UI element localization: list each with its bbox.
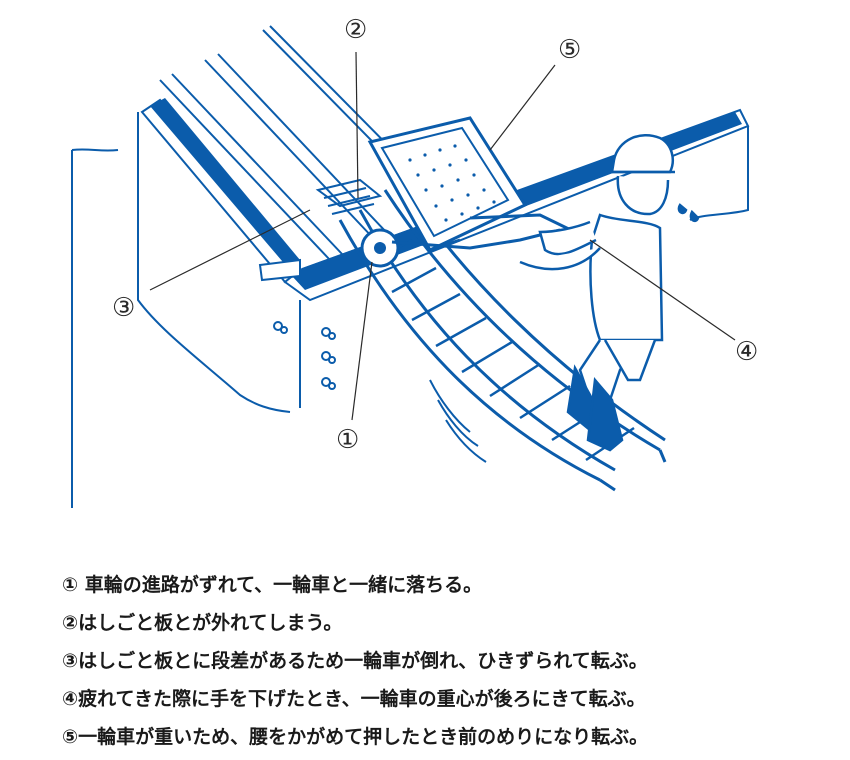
- worker: [519, 133, 700, 452]
- ladder-hooks: [315, 178, 383, 215]
- callout-4: ④: [735, 337, 758, 367]
- accident-illustration: ② ⑤ ③ ④ ①: [71, 15, 758, 508]
- callout-2: ②: [344, 15, 367, 45]
- callout-5: ⑤: [558, 35, 581, 65]
- caption-4: ④疲れてきた際に手を下げたとき、一輪車の重心が後ろにきて転ぶ。: [62, 688, 646, 710]
- caption-1: ① 車輪の進路がずれて、一輪車と一緒に落ちる。: [62, 574, 483, 596]
- scaffold-boards: [159, 25, 429, 261]
- leader-lines: [149, 51, 736, 421]
- caption-2: ②はしごと板とが外れてしまう。: [62, 612, 343, 634]
- motion-lines: [429, 379, 487, 463]
- caption-list: ① 車輪の進路がずれて、一輪車と一緒に落ちる。 ②はしごと板とが外れてしまう。 …: [62, 566, 842, 756]
- caption-5: ⑤一輪車が重いため、腰をかがめて押したとき前のめりになり転ぶ。: [62, 726, 649, 748]
- caption-3: ③はしごと板とに段差があるため一輪車が倒れ、ひきずられて転ぶ。: [62, 650, 648, 672]
- wheelbarrow: [360, 116, 576, 268]
- left-wall: [71, 148, 119, 508]
- callout-1: ①: [336, 425, 359, 455]
- callout-3: ③: [112, 293, 135, 323]
